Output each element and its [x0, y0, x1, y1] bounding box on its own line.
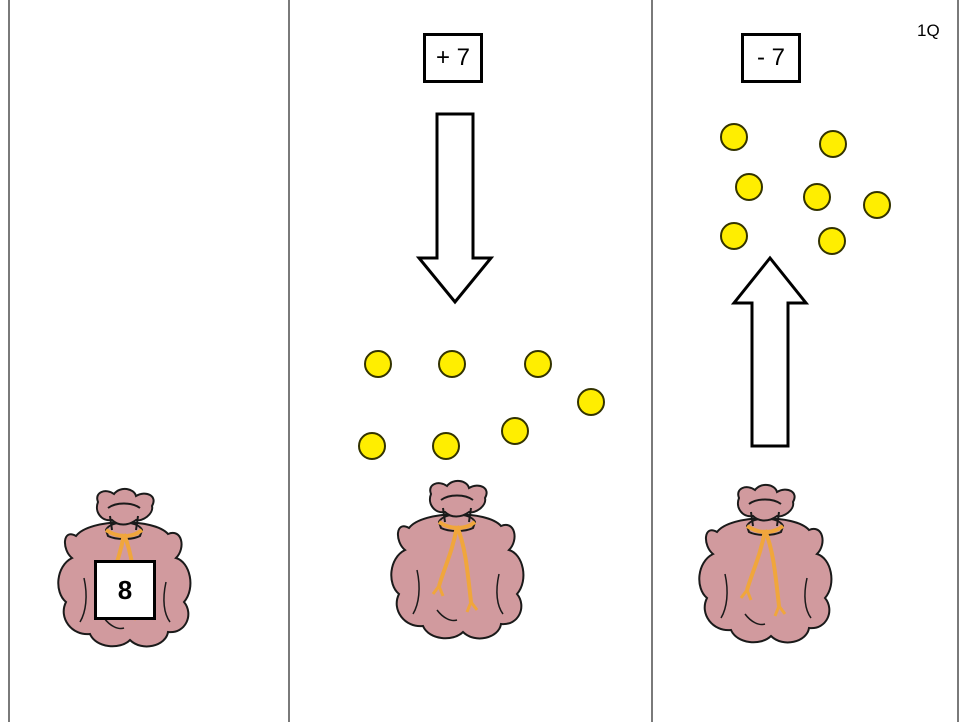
coin-group-removed	[720, 123, 891, 255]
coin-icon	[501, 417, 529, 445]
money-bag-icon	[698, 483, 833, 644]
coin-icon	[438, 350, 466, 378]
coin-icon	[577, 388, 605, 416]
money-bag-icon	[390, 479, 525, 640]
coin-icon	[524, 350, 552, 378]
coin-icon	[819, 130, 847, 158]
coin-icon	[720, 123, 748, 151]
coin-icon	[863, 191, 891, 219]
coin-icon	[803, 183, 831, 211]
right-border	[957, 0, 959, 722]
coin-icon	[432, 432, 460, 460]
subtract-operation-label: - 7	[741, 33, 801, 83]
arrow-down-icon	[415, 112, 495, 305]
question-id: 1Q	[917, 21, 940, 40]
panel-divider-2	[651, 0, 653, 722]
coin-icon	[720, 222, 748, 250]
add-operation-label: + 7	[423, 33, 483, 83]
arrow-up-icon	[730, 255, 810, 448]
left-border	[8, 0, 10, 722]
coin-icon	[358, 432, 386, 460]
coin-icon	[364, 350, 392, 378]
coin-icon	[735, 173, 763, 201]
coin-icon	[818, 227, 846, 255]
bag-count-label: 8	[94, 560, 156, 620]
panel-divider-1	[288, 0, 290, 722]
coin-group-added	[358, 350, 605, 460]
